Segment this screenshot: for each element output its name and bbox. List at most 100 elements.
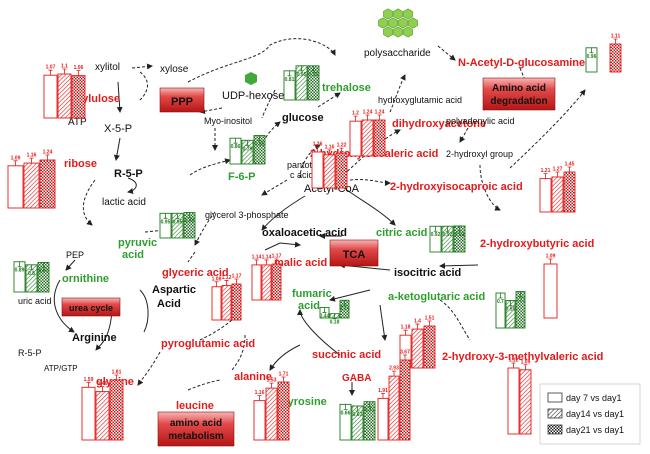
value-label: 1.16 xyxy=(255,390,265,396)
arrow-acetyl-hica xyxy=(349,179,391,186)
box-tca-label: TCA xyxy=(343,249,366,261)
error-bar xyxy=(214,281,219,287)
metabolite-succinic: succinic acid xyxy=(312,349,381,361)
polysaccharide-hexagon xyxy=(388,17,398,29)
bar-1 xyxy=(539,178,552,213)
error-bar xyxy=(589,47,594,54)
arrow-udp-glucose xyxy=(261,89,276,119)
metabolite-gaba: GABA xyxy=(342,373,371,384)
value-label: 1.16 xyxy=(27,153,37,159)
error-bar xyxy=(343,404,348,410)
error-bar xyxy=(381,392,385,399)
bar-3 xyxy=(423,325,436,369)
value-label: 1.4 xyxy=(414,319,421,325)
metabolite-x5p: X-5-P xyxy=(104,123,132,135)
bar-1 xyxy=(543,263,558,319)
box-urea-cycle: urea cycle xyxy=(61,297,121,317)
error-bar xyxy=(245,140,250,146)
metabolite-xylulose: xylulose xyxy=(76,93,120,105)
bar-1 xyxy=(507,367,520,435)
bar-2 xyxy=(388,375,400,441)
metabolite-panto1: pantotheni xyxy=(287,160,329,170)
box-ppp-label: PPP xyxy=(171,96,193,108)
box-aamet-line2: metabolism xyxy=(168,431,224,442)
box-aamet-line1: amino acid xyxy=(170,418,222,429)
metabolite-trehalose: trehalose xyxy=(322,82,371,94)
error-bar xyxy=(365,114,370,120)
error-bar xyxy=(187,212,192,218)
error-bar xyxy=(264,259,269,265)
metabolite-lactic: lactic acid xyxy=(102,197,146,208)
error-bar xyxy=(433,226,438,232)
arrow-x5p-r5p xyxy=(113,137,121,161)
bar-3 xyxy=(109,379,124,441)
value-label: 1.46 xyxy=(98,381,108,387)
value-label: 0.96 xyxy=(587,54,597,60)
box-ppp: PPP xyxy=(159,87,205,113)
value-label: 1.26 xyxy=(313,142,323,148)
value-label: 0.73 xyxy=(516,298,526,304)
arrow-udp-myo xyxy=(199,107,223,115)
metabolite-dihydroxy: dihydroxyacetone xyxy=(392,118,486,130)
error-bar xyxy=(254,259,259,265)
box-aadeg-line1: Amino acid xyxy=(492,83,546,94)
value-label: 1.07 xyxy=(46,65,56,71)
error-bar xyxy=(327,149,332,155)
bar-3 xyxy=(231,283,242,321)
value-label: 1.16 xyxy=(325,144,335,150)
metabolite-malic: malic acid xyxy=(274,257,327,269)
arrow-malic-alanine xyxy=(231,334,246,371)
metabolite-myo: Myo-inositol xyxy=(204,116,252,126)
bar-2 xyxy=(95,391,110,441)
chart-n-acetyl-d-glucosamine: 0.96 1.11 xyxy=(585,34,622,73)
value-label: 1.71 xyxy=(279,372,289,378)
bar-3 xyxy=(71,75,86,119)
bar-2 xyxy=(261,264,272,301)
bar-2 xyxy=(221,285,232,321)
metabolite-tyrosine: tyrosine xyxy=(284,396,327,408)
arrow-hica-aadeg xyxy=(509,89,586,169)
error-bar xyxy=(353,115,358,122)
arrow-polyadenylic-hgroup xyxy=(459,127,469,143)
arrow-akg-fumaric xyxy=(329,289,371,302)
value-label: 0.93 xyxy=(455,232,465,238)
value-label: 0.86 xyxy=(231,144,241,150)
metabolite-leucine: leucine xyxy=(176,400,214,412)
polysaccharide-hexagon xyxy=(403,26,413,38)
legend-swatch-checker xyxy=(547,424,563,435)
arrow-acetyl-oxalo xyxy=(261,195,306,231)
value-label: 1.24 xyxy=(43,150,53,156)
bar-2 xyxy=(551,176,564,213)
error-bar xyxy=(392,370,396,377)
value-label: 0.95 xyxy=(255,142,265,148)
arrow-lactic-pyruvic xyxy=(82,179,96,226)
value-label: 0.8 xyxy=(28,271,35,277)
arrow-succinic-fumaric xyxy=(297,309,341,356)
udp-hexose-icon xyxy=(245,72,257,85)
box-urea-label: urea cycle xyxy=(69,303,113,313)
error-bar xyxy=(257,395,262,401)
metabolite-citric: citric acid xyxy=(376,227,427,239)
error-bar xyxy=(377,114,382,120)
error-bar xyxy=(311,65,316,72)
arrow-xylose-x5p xyxy=(139,71,148,101)
value-label: 2.93 xyxy=(389,366,399,372)
error-bar xyxy=(523,364,528,370)
metabolite-pyruvic2: acid xyxy=(122,249,144,261)
value-label: 1.45 xyxy=(565,162,575,168)
value-label: 1.11 xyxy=(611,34,621,40)
bar-1 xyxy=(211,286,222,321)
error-bar xyxy=(299,65,304,72)
metabolite-ribose: ribose xyxy=(64,158,97,170)
error-bar xyxy=(224,280,229,286)
arrow-xylitol-x5p xyxy=(116,81,123,113)
arrow-akg-hmv xyxy=(439,299,471,341)
arrow-pep-ornithine xyxy=(65,259,76,271)
error-bar xyxy=(17,261,22,268)
bar-3 xyxy=(373,119,386,157)
error-bar xyxy=(322,307,327,313)
value-label: 0.95 xyxy=(161,219,171,225)
